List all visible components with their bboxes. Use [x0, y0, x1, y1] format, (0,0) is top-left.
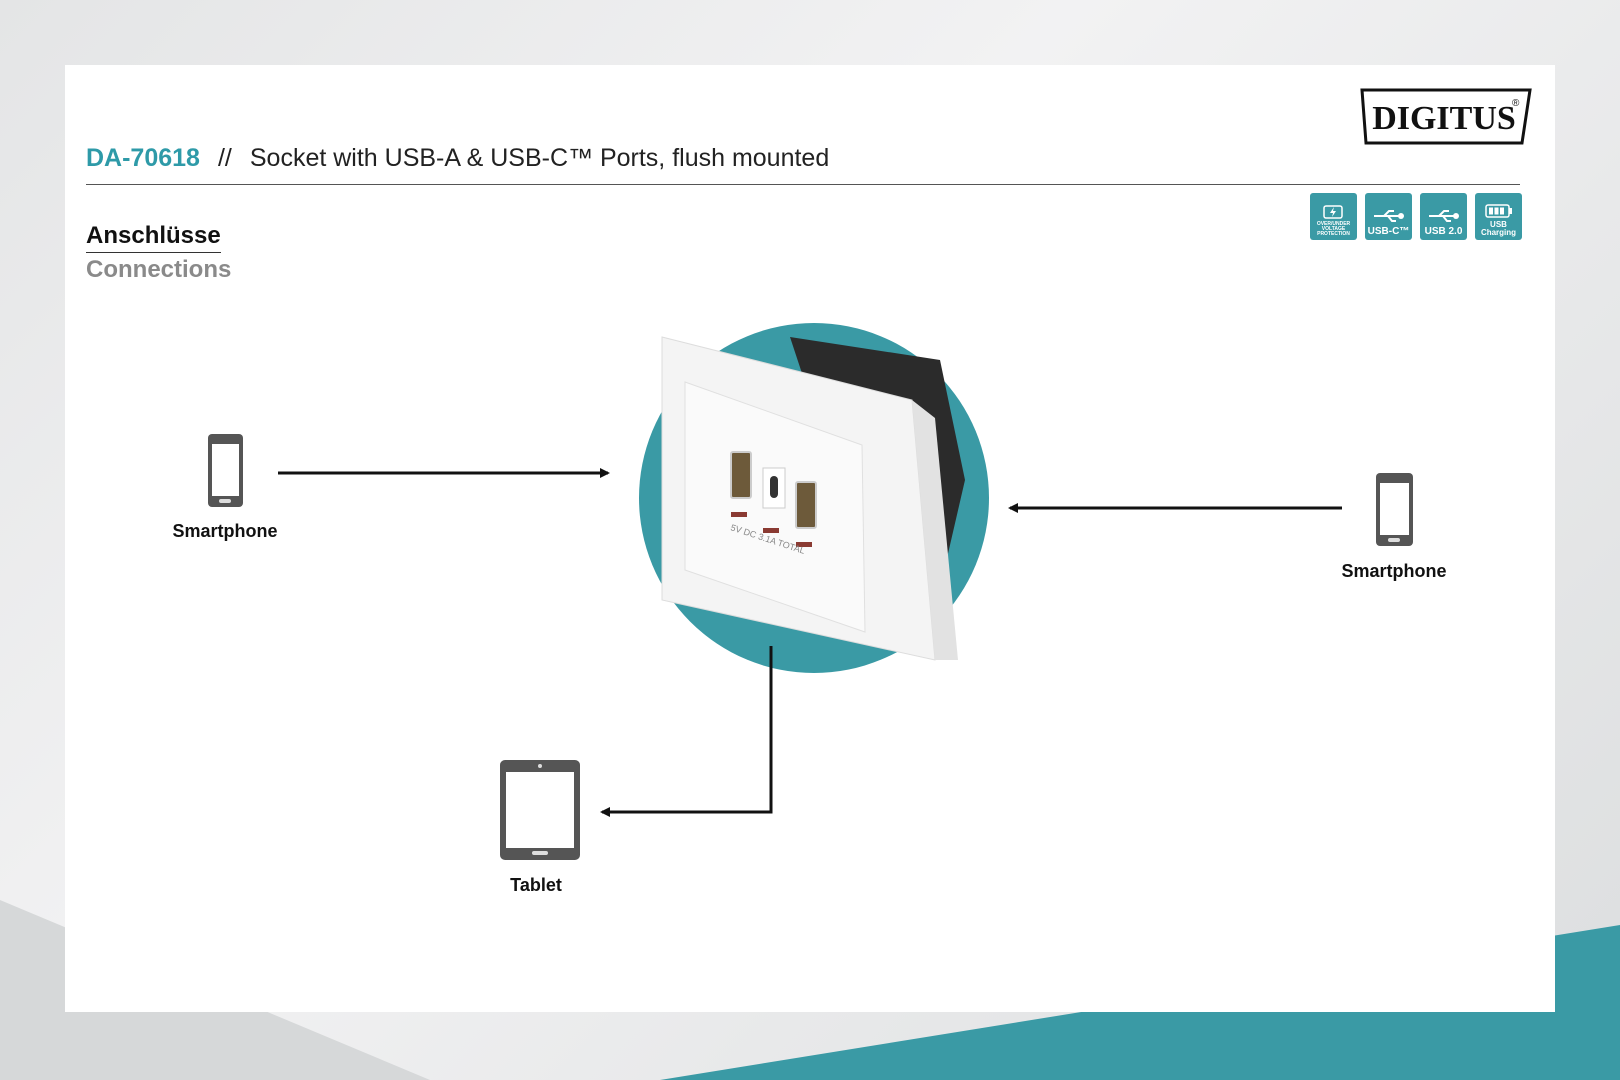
page-title: DA-70618 // Socket with USB-A & USB-C™ Por… [86, 144, 829, 173]
device-label: Smartphone [1341, 561, 1447, 581]
digitus-logo: DIGITUS® [1360, 88, 1532, 145]
socket-image: 5V DC 3.1A TOTAL [661, 336, 965, 661]
usb-icon [1373, 210, 1404, 222]
feature-badges: OVER/UNDER VOLTAGE PROTECTION USB-C™ USB… [1310, 193, 1522, 240]
svg-text:DIGITUS: DIGITUS [1372, 100, 1516, 137]
device-label: Smartphone [172, 521, 278, 541]
title-separator: // [217, 144, 232, 172]
product-code: DA-70618 [86, 144, 200, 172]
badge-usb-2: USB 2.0 [1420, 193, 1467, 240]
badge-label: USB-C™ [1367, 226, 1410, 237]
section-title-en: Connections [86, 256, 232, 283]
usb-icon [1428, 210, 1459, 222]
badge-usb-c: USB-C™ [1365, 193, 1412, 240]
lightning-battery-icon [1322, 205, 1343, 219]
badge-label: USB 2.0 [1424, 226, 1463, 237]
badge-voltage-protection: OVER/UNDER VOLTAGE PROTECTION [1310, 193, 1357, 240]
smartphone-icon [1376, 473, 1413, 546]
svg-text:®: ® [1512, 98, 1520, 109]
product-title: Socket with USB-A & USB-C™ Ports, flush … [249, 144, 830, 172]
badge-label: OVER/UNDER VOLTAGE PROTECTION [1316, 221, 1351, 237]
smartphone-icon [208, 434, 243, 507]
battery-icon [1484, 204, 1512, 218]
device-label: Tablet [510, 875, 562, 895]
section-title-de: Anschlüsse [86, 222, 221, 253]
badge-usb-charging: USB Charging [1475, 193, 1522, 240]
badge-label: USB Charging [1480, 220, 1517, 237]
tablet-icon [500, 760, 580, 860]
arrow-tablet [600, 646, 773, 817]
divider [86, 184, 1520, 185]
